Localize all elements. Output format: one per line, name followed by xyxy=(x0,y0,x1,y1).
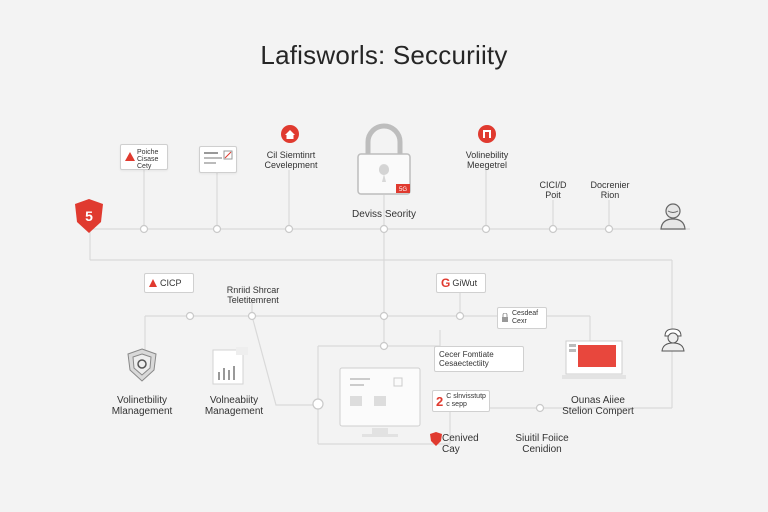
coaster-line-1: Cecer Fomtiate xyxy=(439,350,494,359)
cicp-tag[interactable]: CICP xyxy=(144,273,194,293)
document-icon xyxy=(204,150,233,164)
warning-icon xyxy=(125,152,135,161)
lock-icon: 5G xyxy=(357,123,411,195)
g-icon: G xyxy=(441,275,451,290)
gitlab-tag[interactable]: G GiWut xyxy=(436,273,486,293)
shield-badge-text: 5 xyxy=(85,208,93,224)
policy-line-1: Poiche xyxy=(137,149,159,156)
gear-shield-icon xyxy=(127,348,157,382)
lock-small-icon xyxy=(502,313,508,322)
coaster-tag[interactable]: Cecer Fomtiate Cesaectectiity xyxy=(434,346,524,372)
suitl-line-1: Siuitil Foiice xyxy=(515,433,569,444)
monitor-icon xyxy=(339,367,421,437)
docker-label: Docrenier Rion xyxy=(580,180,640,200)
agent-icon xyxy=(661,328,685,352)
cicd-line-1: CICI/D xyxy=(539,180,567,190)
document-card[interactable] xyxy=(199,146,237,173)
cascal-tag[interactable]: Cesdeaf Cexr xyxy=(497,307,547,329)
docker-line-2: Rion xyxy=(600,190,620,200)
cicd-line-2: Poit xyxy=(545,190,561,200)
vuln-manager-line-2: Meegetrel xyxy=(466,160,508,170)
vuln-mgmt-mid-line-1: Volneabiity xyxy=(209,395,259,406)
cascal-line-1: Cesdeaf xyxy=(512,310,539,317)
vuln-mgmt-left-line-2: Mlanagement xyxy=(111,406,173,417)
policy-line-2: Cisase xyxy=(137,156,159,163)
user-icon xyxy=(660,203,686,230)
device-security-label: Deviss Seority xyxy=(352,209,416,220)
vuln-mgmt-mid-line-2: Management xyxy=(204,406,264,417)
home-icon xyxy=(281,125,299,143)
gitlab-label: GiWut xyxy=(452,277,478,288)
cascal-line-2: Cexr xyxy=(512,318,527,325)
docker-line-1: Docrenier xyxy=(590,180,630,190)
policy-line-3: Cety xyxy=(137,163,152,170)
vuln-manager-line-1: Volinebility xyxy=(465,150,509,160)
cicp-label: CICP xyxy=(160,277,182,288)
ousnas-label: Ounas Aiiee Stelion Compert xyxy=(556,395,640,417)
cenved-label: Cenived Cay xyxy=(442,433,482,455)
shield-icon: 5 xyxy=(75,199,103,233)
step-two-line-1: C slnvisstutp xyxy=(446,393,486,400)
rapid-line-1: Rnriid Shrcar xyxy=(226,285,280,295)
vuln-manager-label: Volinebility Meegetrel xyxy=(450,150,524,170)
step-number: 2 xyxy=(436,393,444,409)
vuln-mgmt-mid-label: Volneabiity Management xyxy=(196,395,272,417)
step-two-tag[interactable]: 2 C slnvisstutp c sepp xyxy=(432,390,490,412)
rapid-line-2: Teletitemrent xyxy=(227,295,279,305)
laptop-icon xyxy=(562,340,626,379)
rapid-label: Rnriid Shrcar Teletitemrent xyxy=(218,285,288,305)
step-two-line-2: c sepp xyxy=(446,401,467,408)
vuln-mgmt-left-label: Volinetbility Mlanagement xyxy=(104,395,180,417)
cicd-label: CICI/D Poit xyxy=(528,180,578,200)
ci-dev-label: Cil Siemtinrt Cevelepment xyxy=(256,150,326,170)
ousnas-line-2: Stelion Compert xyxy=(562,406,634,417)
vuln-mgmt-left-line-1: Volinetbility xyxy=(116,395,168,406)
ousnas-line-1: Ounas Aiiee xyxy=(571,395,625,406)
cenved-line-2: Cay xyxy=(442,444,460,455)
shield-small-icon xyxy=(430,432,442,446)
suitl-label: Siuitil Foiice Cenidion xyxy=(506,433,578,455)
ci-dev-line-1: Cil Siemtinrt xyxy=(266,150,316,160)
coaster-line-2: Cesaectectiity xyxy=(439,359,489,368)
policy-card[interactable]: Poiche Cisase Cety xyxy=(120,144,168,170)
page-title: Lafisworls: Seccuriity xyxy=(260,40,508,70)
alert-icon xyxy=(478,125,496,143)
suitl-line-2: Cenidion xyxy=(522,444,562,455)
cenved-line-1: Cenived xyxy=(442,433,479,444)
lock-badge-text: 5G xyxy=(399,187,407,193)
ci-dev-line-2: Cevelepment xyxy=(264,160,318,170)
warning-icon xyxy=(149,279,157,287)
chart-icon xyxy=(212,347,248,385)
